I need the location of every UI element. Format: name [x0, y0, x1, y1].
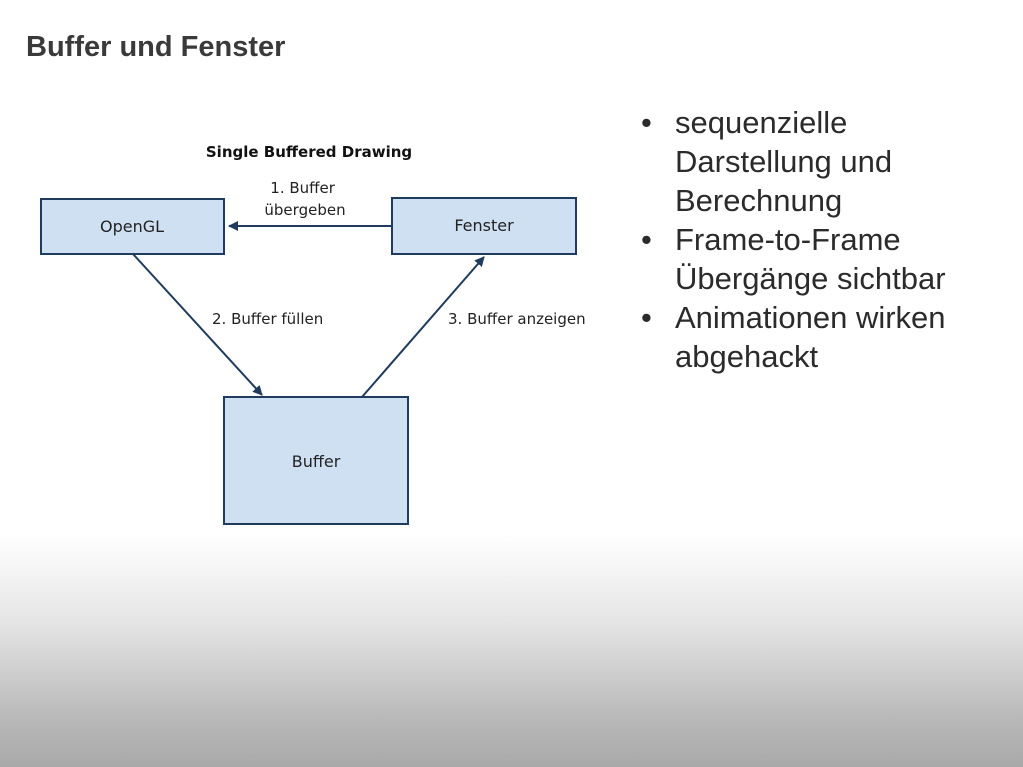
buffer-label: Buffer — [292, 452, 341, 471]
bullet-text: Animationen wirken — [675, 300, 946, 335]
buffer-box: Buffer — [223, 396, 409, 525]
bullet-item: • Frame-to-Frame Übergänge sichtbar — [637, 220, 1017, 298]
arrow-buffer-to-fenster — [361, 256, 485, 398]
edge-label-line: übergeben — [264, 201, 345, 219]
diagram-title: Single Buffered Drawing — [206, 143, 412, 161]
edge-label-line: 1. Buffer — [270, 179, 335, 197]
edge-label-buffer-anzeigen: 3. Buffer anzeigen — [448, 310, 586, 328]
bullet-text: Frame-to-Frame — [675, 222, 901, 257]
bullet-list: • sequenzielle Darstellung und Berechnun… — [637, 103, 1017, 376]
fenster-box: Fenster — [391, 197, 577, 255]
edge-label-buffer-fuellen: 2. Buffer füllen — [212, 310, 323, 328]
bullet-marker: • — [641, 300, 652, 335]
opengl-label: OpenGL — [100, 217, 164, 236]
bullet-text: Darstellung und — [675, 144, 893, 179]
bullet-text: abgehackt — [675, 339, 819, 374]
arrow-opengl-to-buffer — [132, 253, 263, 396]
bullet-text: sequenzielle — [675, 105, 848, 140]
opengl-box: OpenGL — [40, 198, 225, 255]
fenster-label: Fenster — [454, 216, 514, 235]
bullet-text: Berechnung — [675, 183, 843, 218]
slide-title: Buffer und Fenster — [26, 31, 286, 63]
bullet-text: Übergänge sichtbar — [675, 261, 946, 296]
bullet-item: • sequenzielle Darstellung und Berechnun… — [637, 103, 1017, 220]
bullet-marker: • — [641, 105, 652, 140]
bullet-item: • Animationen wirken abgehackt — [637, 298, 1017, 376]
edge-label-buffer-uebergeben: 1. Buffer übergeben — [264, 179, 345, 219]
bullet-marker: • — [641, 222, 652, 257]
